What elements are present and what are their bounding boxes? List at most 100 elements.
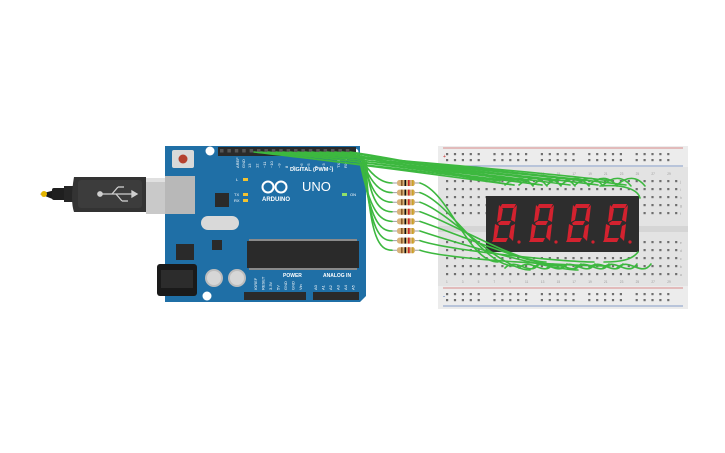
header-pin[interactable] xyxy=(257,149,261,153)
breadboard-hole[interactable] xyxy=(643,188,646,191)
header-pin[interactable] xyxy=(308,149,313,153)
rail-hole[interactable] xyxy=(453,153,457,156)
rail-hole[interactable] xyxy=(619,159,622,162)
wire[interactable] xyxy=(363,163,393,242)
rail-hole[interactable] xyxy=(501,299,504,302)
analog-header[interactable] xyxy=(313,292,359,300)
rail-hole[interactable] xyxy=(556,293,559,296)
breadboard-hole[interactable] xyxy=(635,273,638,276)
rail-hole[interactable] xyxy=(556,159,559,162)
breadboard-hole[interactable] xyxy=(643,273,646,276)
breadboard-hole[interactable] xyxy=(517,257,520,260)
breadboard-hole[interactable] xyxy=(627,265,630,268)
breadboard-hole[interactable] xyxy=(477,212,480,215)
rail-hole[interactable] xyxy=(453,159,457,162)
wire[interactable] xyxy=(349,151,543,186)
breadboard-hole[interactable] xyxy=(580,257,583,260)
breadboard-hole[interactable] xyxy=(604,188,607,191)
rail-hole[interactable] xyxy=(635,299,638,302)
breadboard-hole[interactable] xyxy=(453,180,457,183)
reset-button-cap[interactable] xyxy=(178,154,188,164)
breadboard-hole[interactable] xyxy=(446,257,449,260)
breadboard-hole[interactable] xyxy=(477,273,480,276)
rail-hole[interactable] xyxy=(604,159,607,162)
breadboard-hole[interactable] xyxy=(485,265,488,268)
rail-hole[interactable] xyxy=(651,293,654,296)
header-pin[interactable] xyxy=(323,149,328,153)
rail-hole[interactable] xyxy=(493,293,496,296)
rail-hole[interactable] xyxy=(651,299,654,302)
breadboard-hole[interactable] xyxy=(540,188,543,191)
rail-hole[interactable] xyxy=(564,153,567,156)
breadboard-hole[interactable] xyxy=(556,188,559,191)
breadboard-hole[interactable] xyxy=(477,204,480,207)
rail-hole[interactable] xyxy=(548,159,551,162)
wires[interactable] xyxy=(253,151,652,271)
breadboard-hole[interactable] xyxy=(572,265,575,268)
rail-hole[interactable] xyxy=(509,299,512,302)
breadboard-hole[interactable] xyxy=(477,249,480,252)
rail-hole[interactable] xyxy=(469,153,472,156)
header-pin[interactable] xyxy=(227,149,231,153)
power-header[interactable] xyxy=(244,292,306,300)
breadboard-hole[interactable] xyxy=(667,196,670,199)
arduino-uno-board[interactable]: ARDUINO UNO DIGITAL (PWM~) POWER ANALOG … xyxy=(157,146,366,302)
rail-hole[interactable] xyxy=(446,299,449,302)
wire[interactable] xyxy=(546,177,576,187)
resistor[interactable] xyxy=(392,199,420,206)
header-pin[interactable] xyxy=(345,149,350,153)
rail-hole[interactable] xyxy=(461,153,464,156)
breadboard-hole[interactable] xyxy=(611,273,615,276)
breadboard-hole[interactable] xyxy=(659,265,662,268)
breadboard-hole[interactable] xyxy=(651,204,654,207)
rail-hole[interactable] xyxy=(667,293,670,296)
rail-hole[interactable] xyxy=(461,299,464,302)
breadboard-hole[interactable] xyxy=(446,204,449,207)
rail-hole[interactable] xyxy=(517,153,520,156)
rail-hole[interactable] xyxy=(572,293,575,296)
rail-hole[interactable] xyxy=(596,153,599,156)
rail-hole[interactable] xyxy=(604,299,607,302)
header-pin[interactable] xyxy=(301,149,305,153)
rail-hole[interactable] xyxy=(509,293,512,296)
header-pin[interactable] xyxy=(249,149,254,153)
rail-hole[interactable] xyxy=(517,299,520,302)
breadboard-hole[interactable] xyxy=(643,241,646,244)
breadboard-hole[interactable] xyxy=(635,188,638,191)
breadboard-hole[interactable] xyxy=(477,188,480,191)
breadboard-hole[interactable] xyxy=(461,188,464,191)
breadboard-hole[interactable] xyxy=(572,273,575,276)
wire[interactable] xyxy=(518,177,548,187)
breadboard-hole[interactable] xyxy=(580,273,583,276)
resistor[interactable] xyxy=(392,237,420,244)
breadboard-hole[interactable] xyxy=(501,273,504,276)
breadboard-hole[interactable] xyxy=(525,265,528,268)
breadboard-hole[interactable] xyxy=(525,273,528,276)
breadboard-hole[interactable] xyxy=(659,249,662,252)
breadboard-hole[interactable] xyxy=(651,188,654,191)
breadboard-hole[interactable] xyxy=(461,204,464,207)
rail-hole[interactable] xyxy=(517,159,520,162)
wire[interactable] xyxy=(574,177,604,187)
breadboard-hole[interactable] xyxy=(453,273,457,276)
wire[interactable] xyxy=(419,211,547,263)
breadboard-hole[interactable] xyxy=(596,188,599,191)
breadboard-hole[interactable] xyxy=(659,257,662,260)
rail-hole[interactable] xyxy=(651,159,654,162)
breadboard-hole[interactable] xyxy=(453,188,457,191)
breadboard-hole[interactable] xyxy=(667,241,670,244)
header-pin[interactable] xyxy=(338,149,342,153)
breadboard-hole[interactable] xyxy=(667,249,670,252)
breadboard-hole[interactable] xyxy=(588,188,591,191)
rail-hole[interactable] xyxy=(493,299,496,302)
breadboard-hole[interactable] xyxy=(651,265,654,268)
header-pin[interactable] xyxy=(242,149,246,153)
breadboard-hole[interactable] xyxy=(643,265,646,268)
rail-hole[interactable] xyxy=(596,299,599,302)
rail-hole[interactable] xyxy=(596,159,599,162)
rail-hole[interactable] xyxy=(659,293,662,296)
breadboard-hole[interactable] xyxy=(596,273,599,276)
breadboard-hole[interactable] xyxy=(675,196,678,199)
breadboard-hole[interactable] xyxy=(493,180,496,183)
breadboard-hole[interactable] xyxy=(501,257,504,260)
